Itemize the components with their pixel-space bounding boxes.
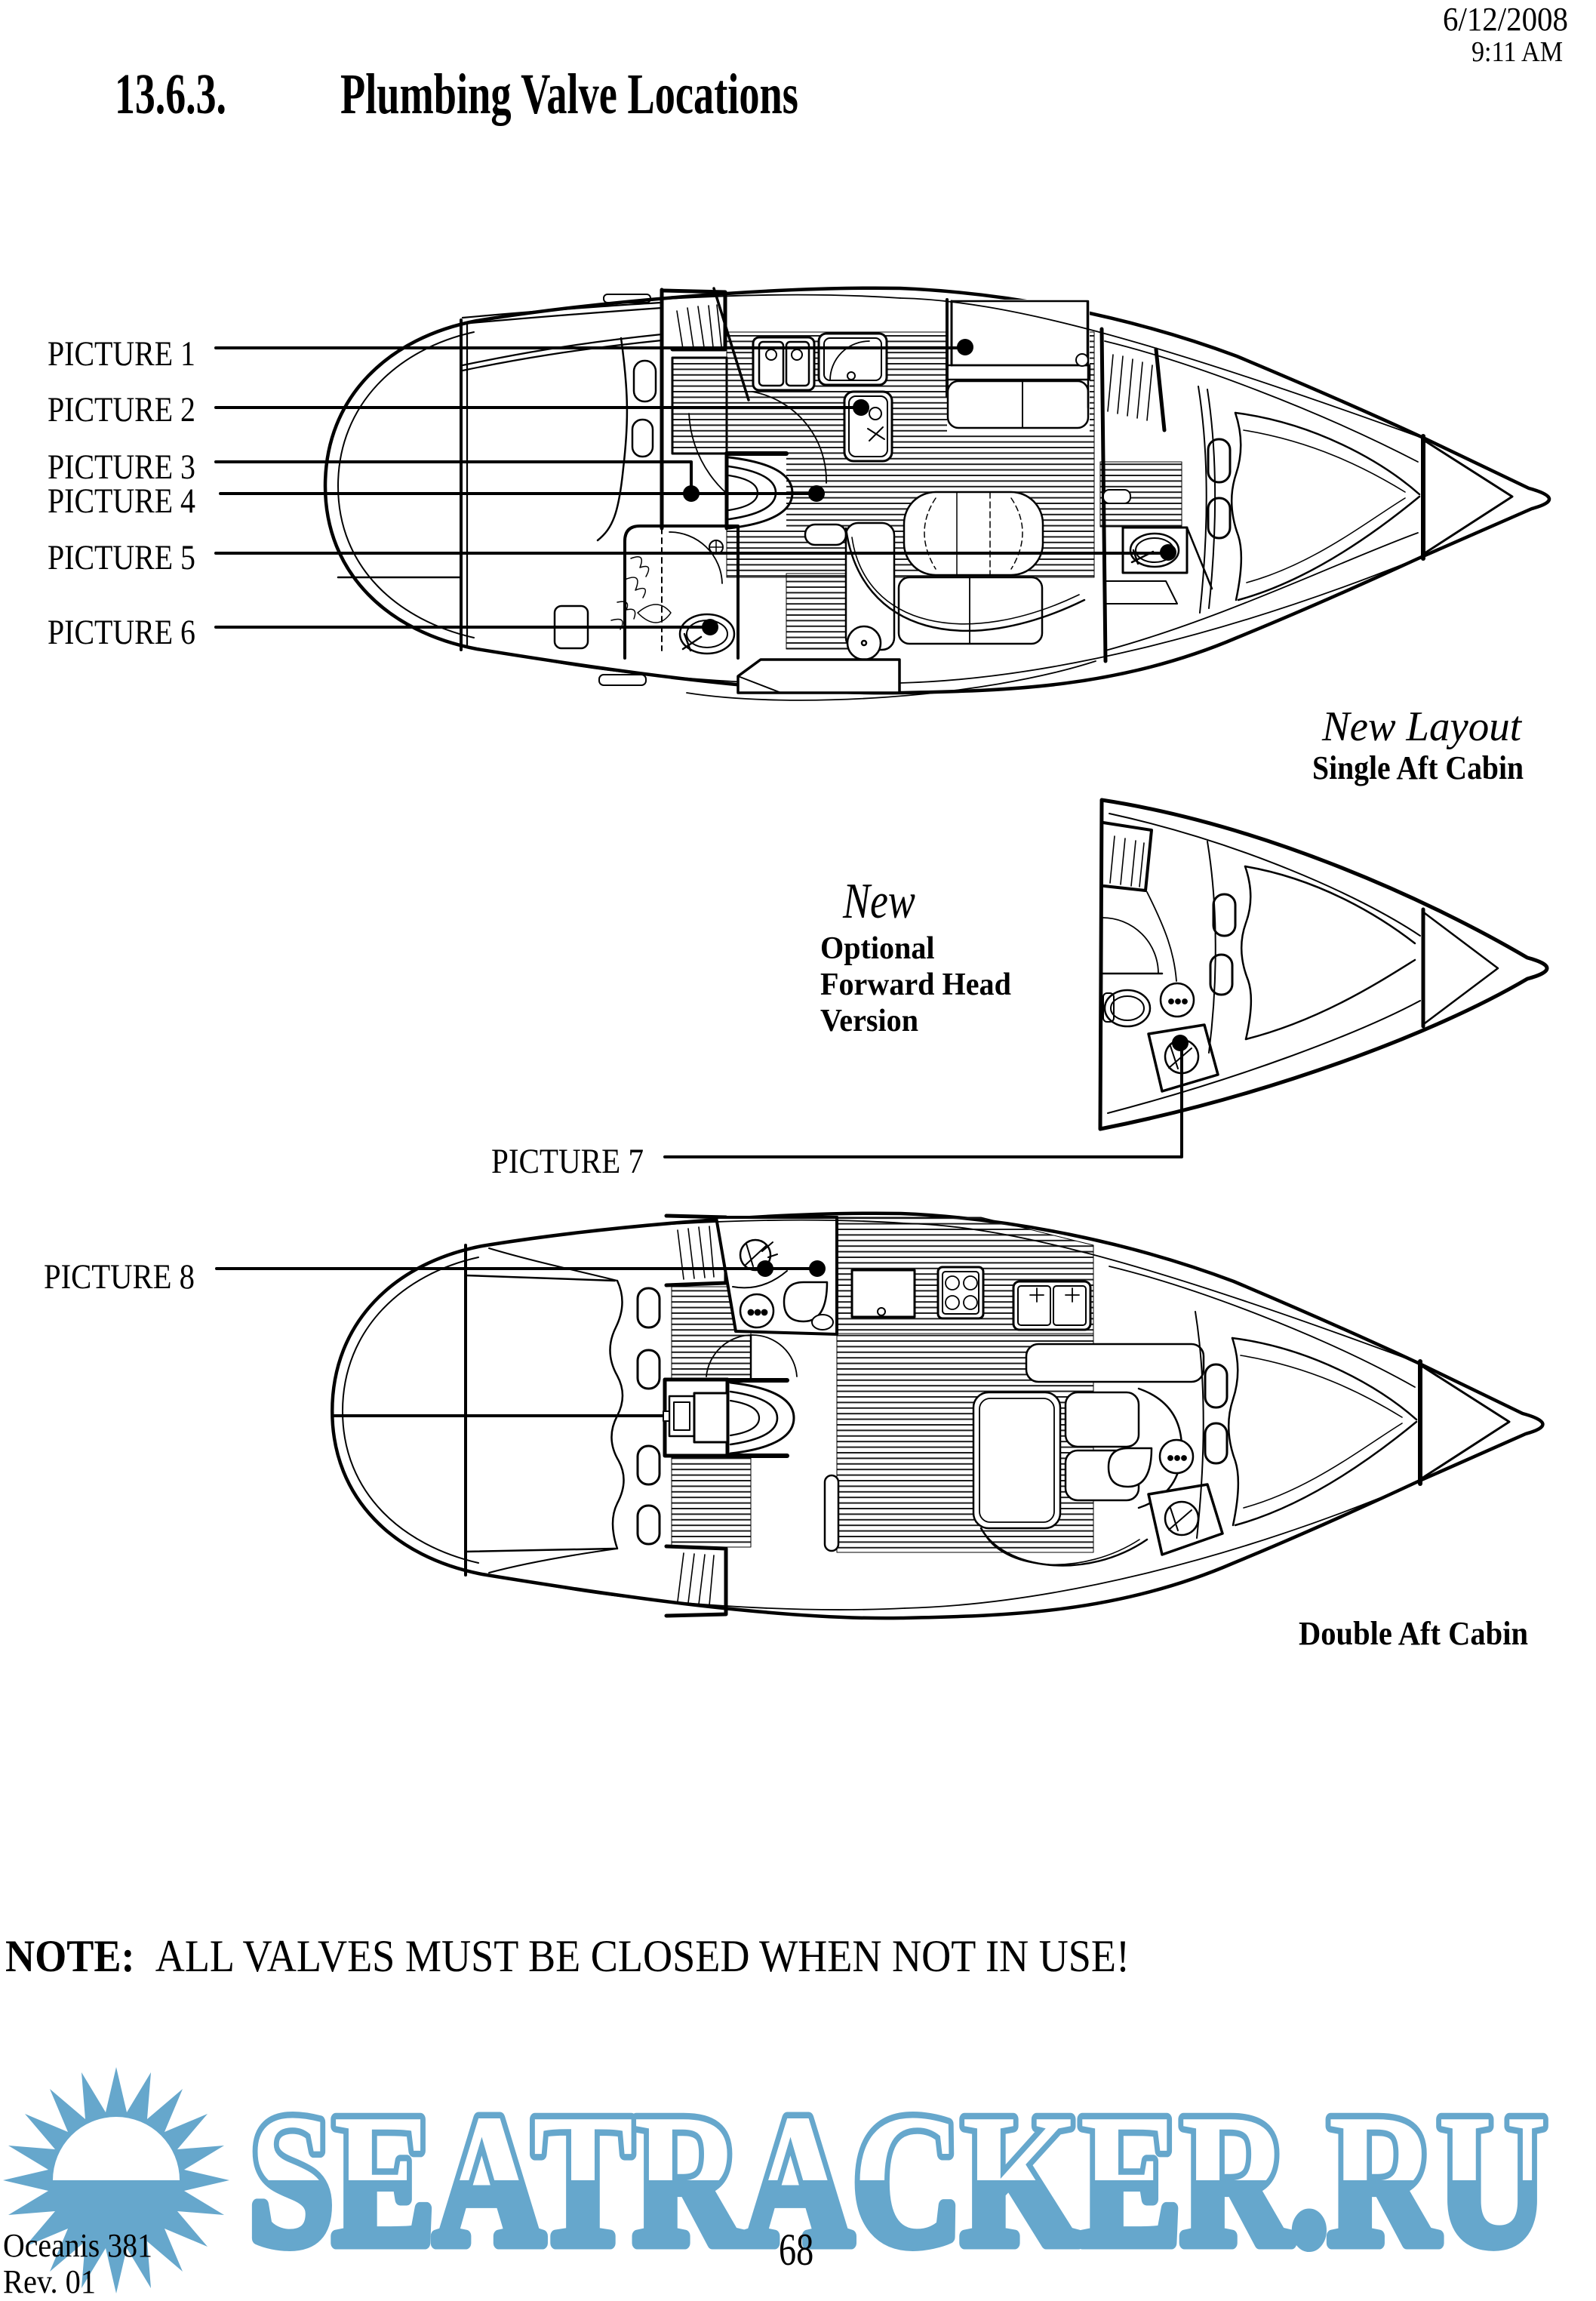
svg-text:SEATRACKER.RU: SEATRACKER.RU: [249, 2075, 1547, 2284]
